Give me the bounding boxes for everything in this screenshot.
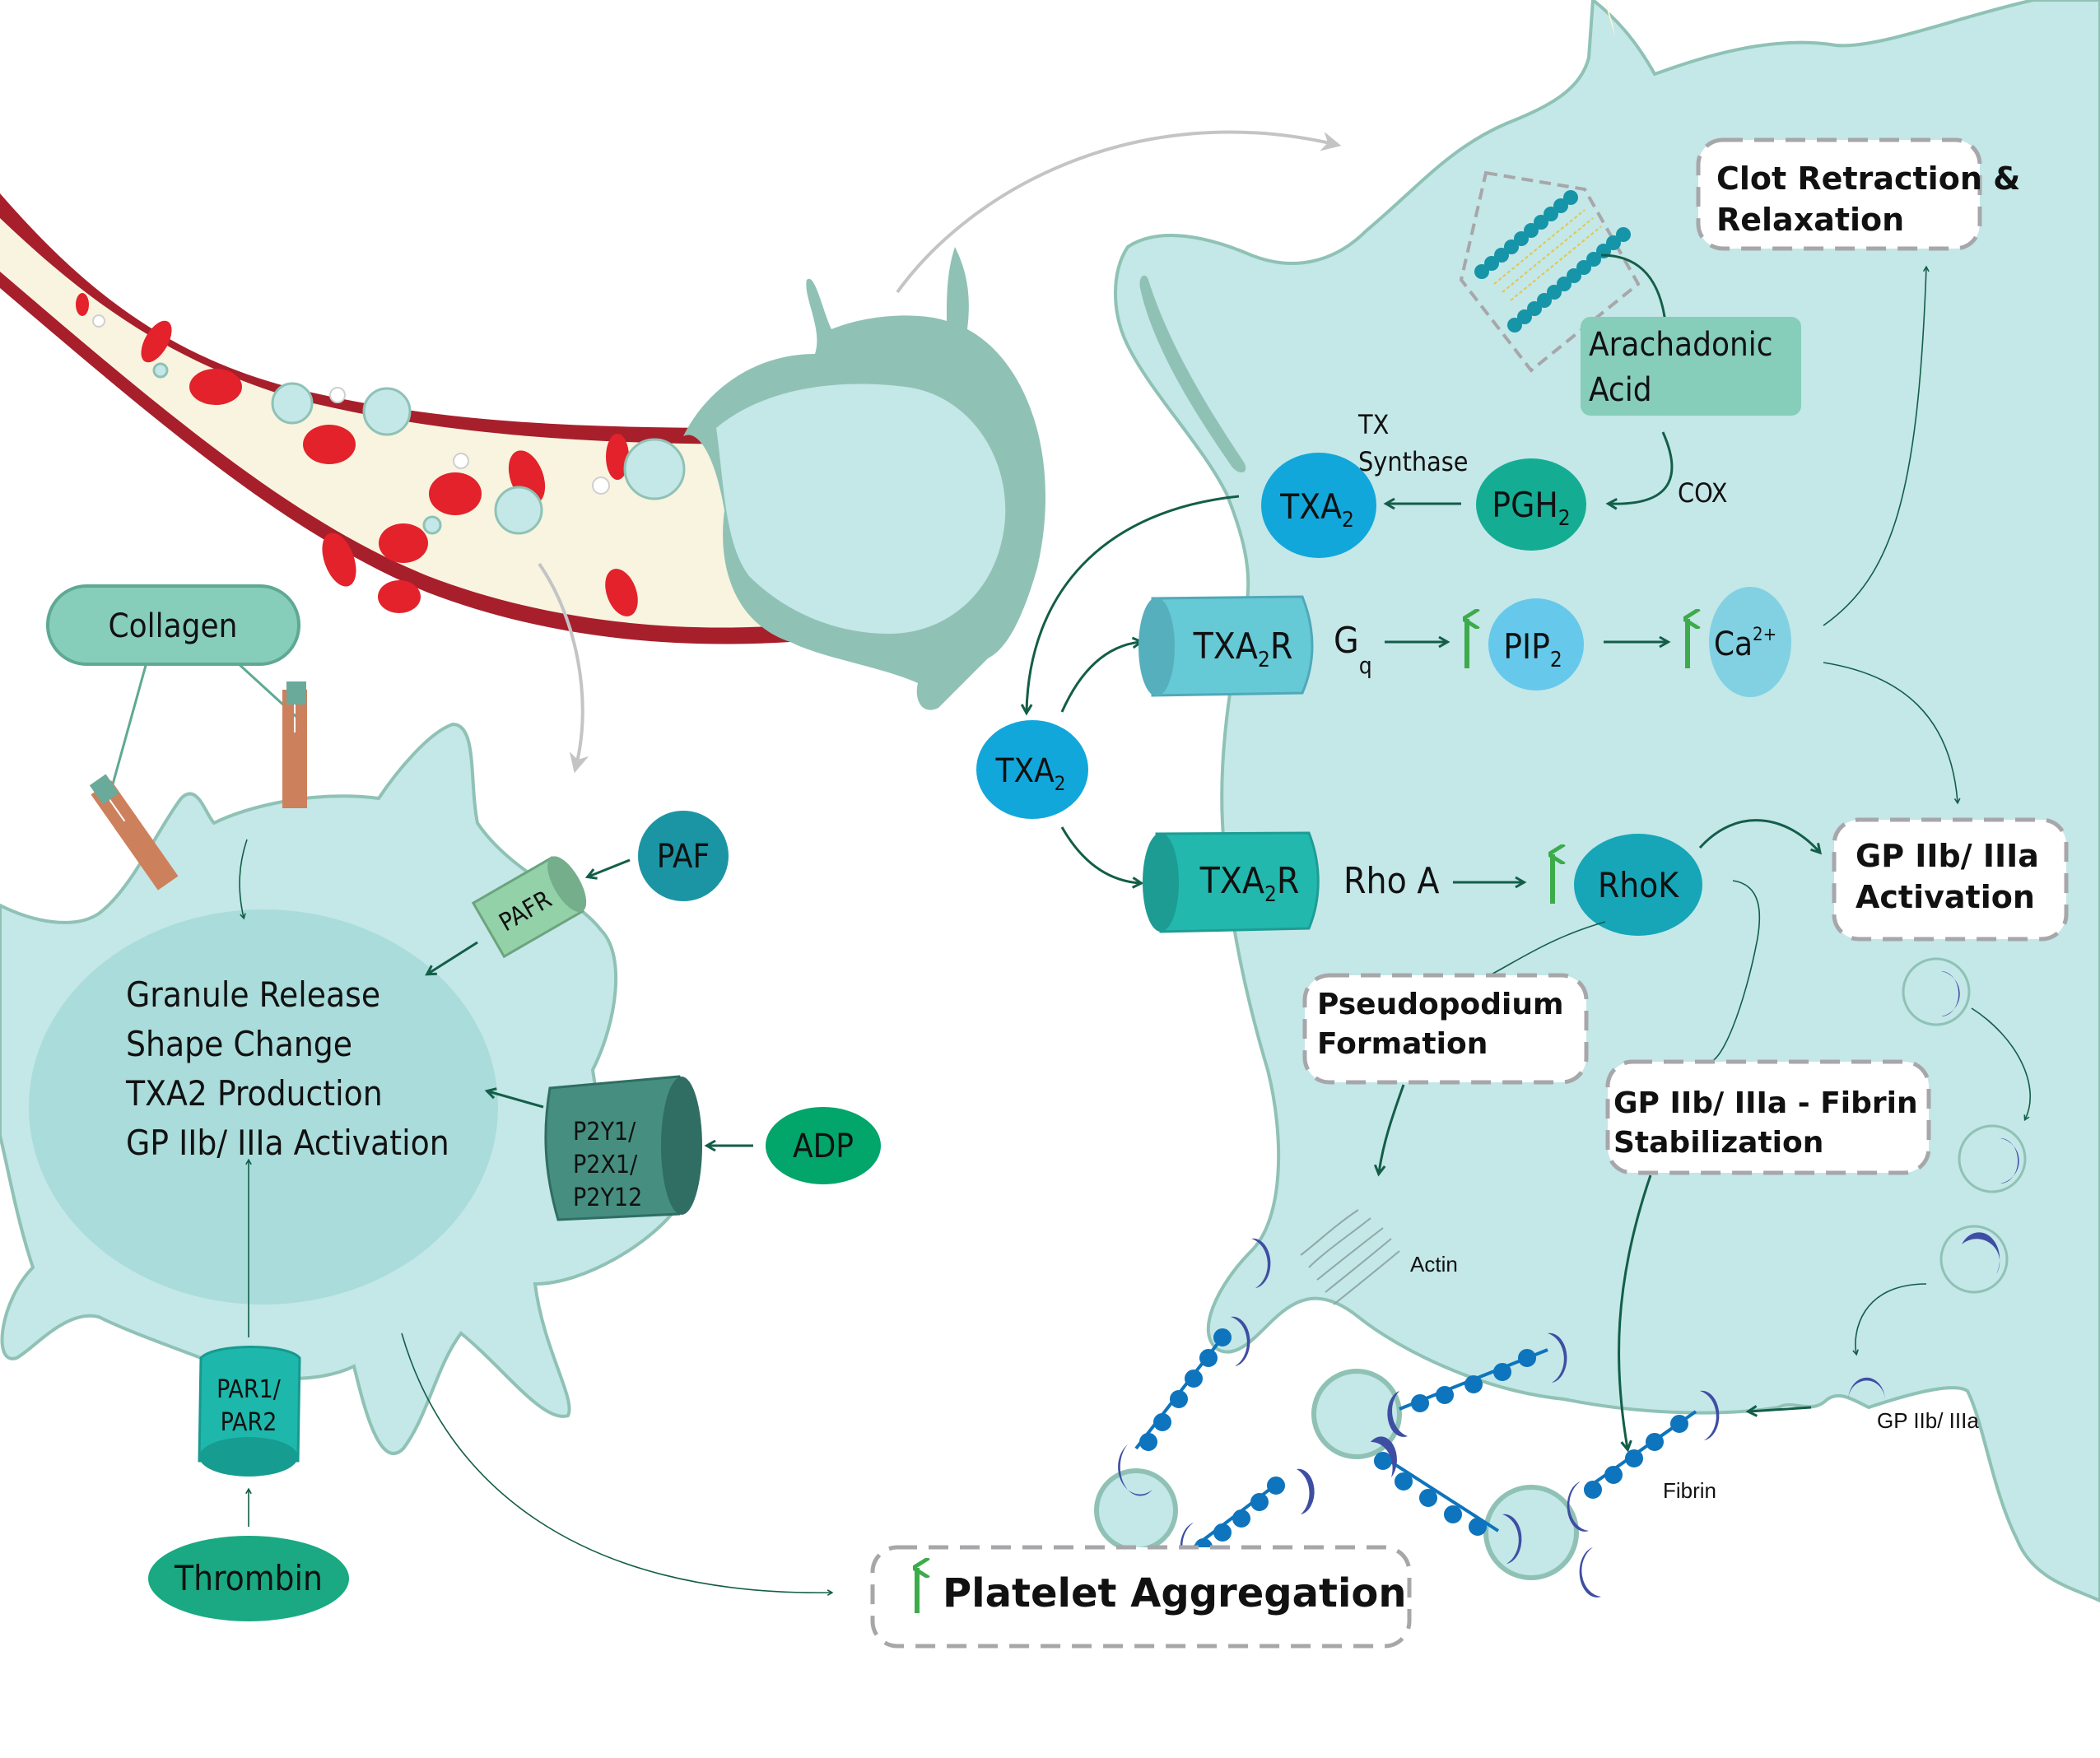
rho-a-label: Rho A [1343, 860, 1439, 902]
txa2-inner-molecule[interactable] [1261, 453, 1376, 558]
svg-text:Activation: Activation [1856, 879, 2035, 915]
rhok-molecule[interactable] [1574, 834, 1702, 936]
fibrin-stabilization-box: GP IIb/ IIIa - Fibrin Stabilization [1605, 1059, 1931, 1175]
collagen-receptor-1 [282, 681, 307, 808]
p2y-receptor[interactable]: P2Y1/ P2X1/ P2Y12 [544, 1075, 702, 1221]
actin-filaments-icon [1300, 1209, 1400, 1305]
actin-label: Actin [1410, 1252, 1458, 1277]
collagen-group: Collagen [46, 584, 307, 891]
platelet-effects-list: Granule Release Shape Change TXA2 Produc… [125, 974, 449, 1163]
svg-text:P2X1/: P2X1/ [573, 1151, 638, 1179]
arrow-gp-to-fibrin [1745, 1405, 1812, 1417]
svg-text:Relaxation: Relaxation [1716, 202, 1904, 238]
small-platelets [152, 362, 686, 535]
collagen-label: Collagen [108, 607, 237, 645]
svg-text:RhoK: RhoK [1598, 865, 1679, 905]
arrow-left-cell-to-aggregation [401, 1332, 834, 1596]
cox-label: COX [1678, 477, 1727, 509]
gq-label: Gq [1334, 620, 1372, 679]
activated-platelet-large [1114, 0, 2100, 1603]
arrow-rhok-to-gp-activation [1698, 819, 1823, 855]
svg-text:PAR1/: PAR1/ [217, 1375, 282, 1404]
collagen-box [46, 584, 300, 666]
arrow-collagen-to-nucleus [239, 839, 248, 920]
txa2-receptor-gq[interactable]: TXA2R [1138, 595, 1314, 697]
svg-text:Arachadonic: Arachadonic [1589, 326, 1773, 364]
clot-retraction-box: Clot Retraction & Relaxation [1696, 137, 2020, 251]
red-blood-cells [76, 293, 638, 616]
arrow-ca-to-clot-retraction [1823, 265, 1930, 626]
arrow-vesicle-3-to-membrane [1852, 1283, 1927, 1356]
arrow-txa2-to-receptor-rho [1060, 826, 1144, 889]
svg-text:Pseudopodium: Pseudopodium [1317, 988, 1563, 1021]
svg-text:Ca2+: Ca2+ [1714, 625, 1776, 663]
arrow-txa2-release [1020, 495, 1240, 716]
arrow-pafr-to-nucleus [425, 941, 478, 976]
svg-text:GP IIb/ IIIa: GP IIb/ IIIa [1856, 838, 2039, 874]
arrow-txa2-to-receptor-gq [1060, 636, 1144, 713]
gp-activation-box: GP IIb/ IIIa Activation [1832, 817, 2069, 942]
aggregation-label: Platelet Aggregation [943, 1570, 1407, 1616]
collagen-receptor-2 [89, 774, 179, 891]
emerging-platelet [683, 247, 1046, 710]
grey-arrow-to-left-cell [538, 562, 589, 774]
blood-vessel [0, 193, 790, 644]
svg-text:PAR2: PAR2 [221, 1408, 277, 1437]
svg-text:TXA2: TXA2 [1279, 486, 1354, 533]
svg-text:Shape Change: Shape Change [126, 1024, 352, 1064]
svg-text:TXA2 Production: TXA2 Production [125, 1073, 383, 1114]
svg-text:Formation: Formation [1317, 1027, 1488, 1061]
calcium-ion[interactable] [1709, 587, 1791, 697]
arrow-p2y-to-nucleus [484, 1087, 544, 1109]
svg-text:GP IIb/ IIIa Activation: GP IIb/ IIIa Activation [126, 1123, 449, 1163]
txa2-outer-molecule[interactable] [976, 720, 1088, 819]
phospholipid-membrane-icon [1459, 170, 1641, 373]
arrow-arachidonic-to-pgh2 [1605, 431, 1674, 510]
arrow-pseudopodium-to-actin [1373, 1084, 1405, 1177]
svg-text:Stabilization: Stabilization [1613, 1126, 1823, 1160]
arrow-fibrin-stabilization-to-fibrin [1618, 1174, 1652, 1453]
txa2-receptor-rho[interactable]: TXA2R [1143, 831, 1320, 933]
svg-text:P2Y12: P2Y12 [573, 1184, 642, 1212]
pafr-receptor[interactable]: PAFR [471, 850, 594, 959]
pseudopodium-box: Pseudopodium Formation [1302, 973, 1589, 1085]
gp-label: GP IIb/ IIIa [1877, 1408, 1979, 1433]
thrombin-label: Thrombin [174, 1558, 323, 1598]
line-rhok-to-fibrin-stabilization [1705, 880, 1761, 1063]
svg-text:Clot Retraction &: Clot Retraction & [1716, 160, 2020, 197]
svg-text:TXA2: TXA2 [995, 752, 1066, 795]
svg-text:PGH2: PGH2 [1492, 485, 1570, 531]
svg-text:Acid: Acid [1589, 371, 1652, 409]
svg-text:P2Y1/: P2Y1/ [573, 1118, 636, 1146]
fibrin-label: Fibrin [1663, 1478, 1716, 1503]
gp-vesicles [1902, 957, 2027, 1294]
pgh2-molecule[interactable] [1476, 458, 1586, 551]
arrow-paf-to-pafr [584, 858, 631, 880]
svg-text:Synthase: Synthase [1358, 446, 1468, 477]
svg-text:GP IIb/ IIIa - Fibrin: GP IIb/ IIIa - Fibrin [1613, 1086, 1918, 1120]
svg-text:PIP2: PIP2 [1503, 626, 1562, 672]
svg-text:TXA2R: TXA2R [1193, 626, 1293, 672]
svg-text:Granule Release: Granule Release [126, 974, 380, 1015]
svg-text:TXA2R: TXA2R [1199, 860, 1300, 907]
platelet-aggregate [1094, 1238, 1720, 1598]
thrombin-molecule[interactable] [148, 1536, 349, 1621]
paf-molecule[interactable] [638, 811, 729, 901]
arachidonic-acid-box [1581, 317, 1801, 416]
adp-label: ADP [793, 1128, 854, 1165]
par-receptor[interactable]: PAR1/ PAR2 [198, 1346, 301, 1477]
adp-molecule[interactable] [766, 1107, 881, 1184]
arrow-vesicle-1-to-2 [1971, 1007, 2032, 1122]
pip2-molecule[interactable] [1488, 598, 1584, 691]
platelet-aggregation-box: Platelet Aggregation [870, 1545, 1412, 1649]
grey-arrow-to-right-cell [896, 130, 1342, 294]
arrow-ca-to-gp-activation [1823, 662, 1961, 805]
paf-label: PAF [657, 838, 710, 876]
svg-text:TX: TX [1357, 409, 1389, 440]
